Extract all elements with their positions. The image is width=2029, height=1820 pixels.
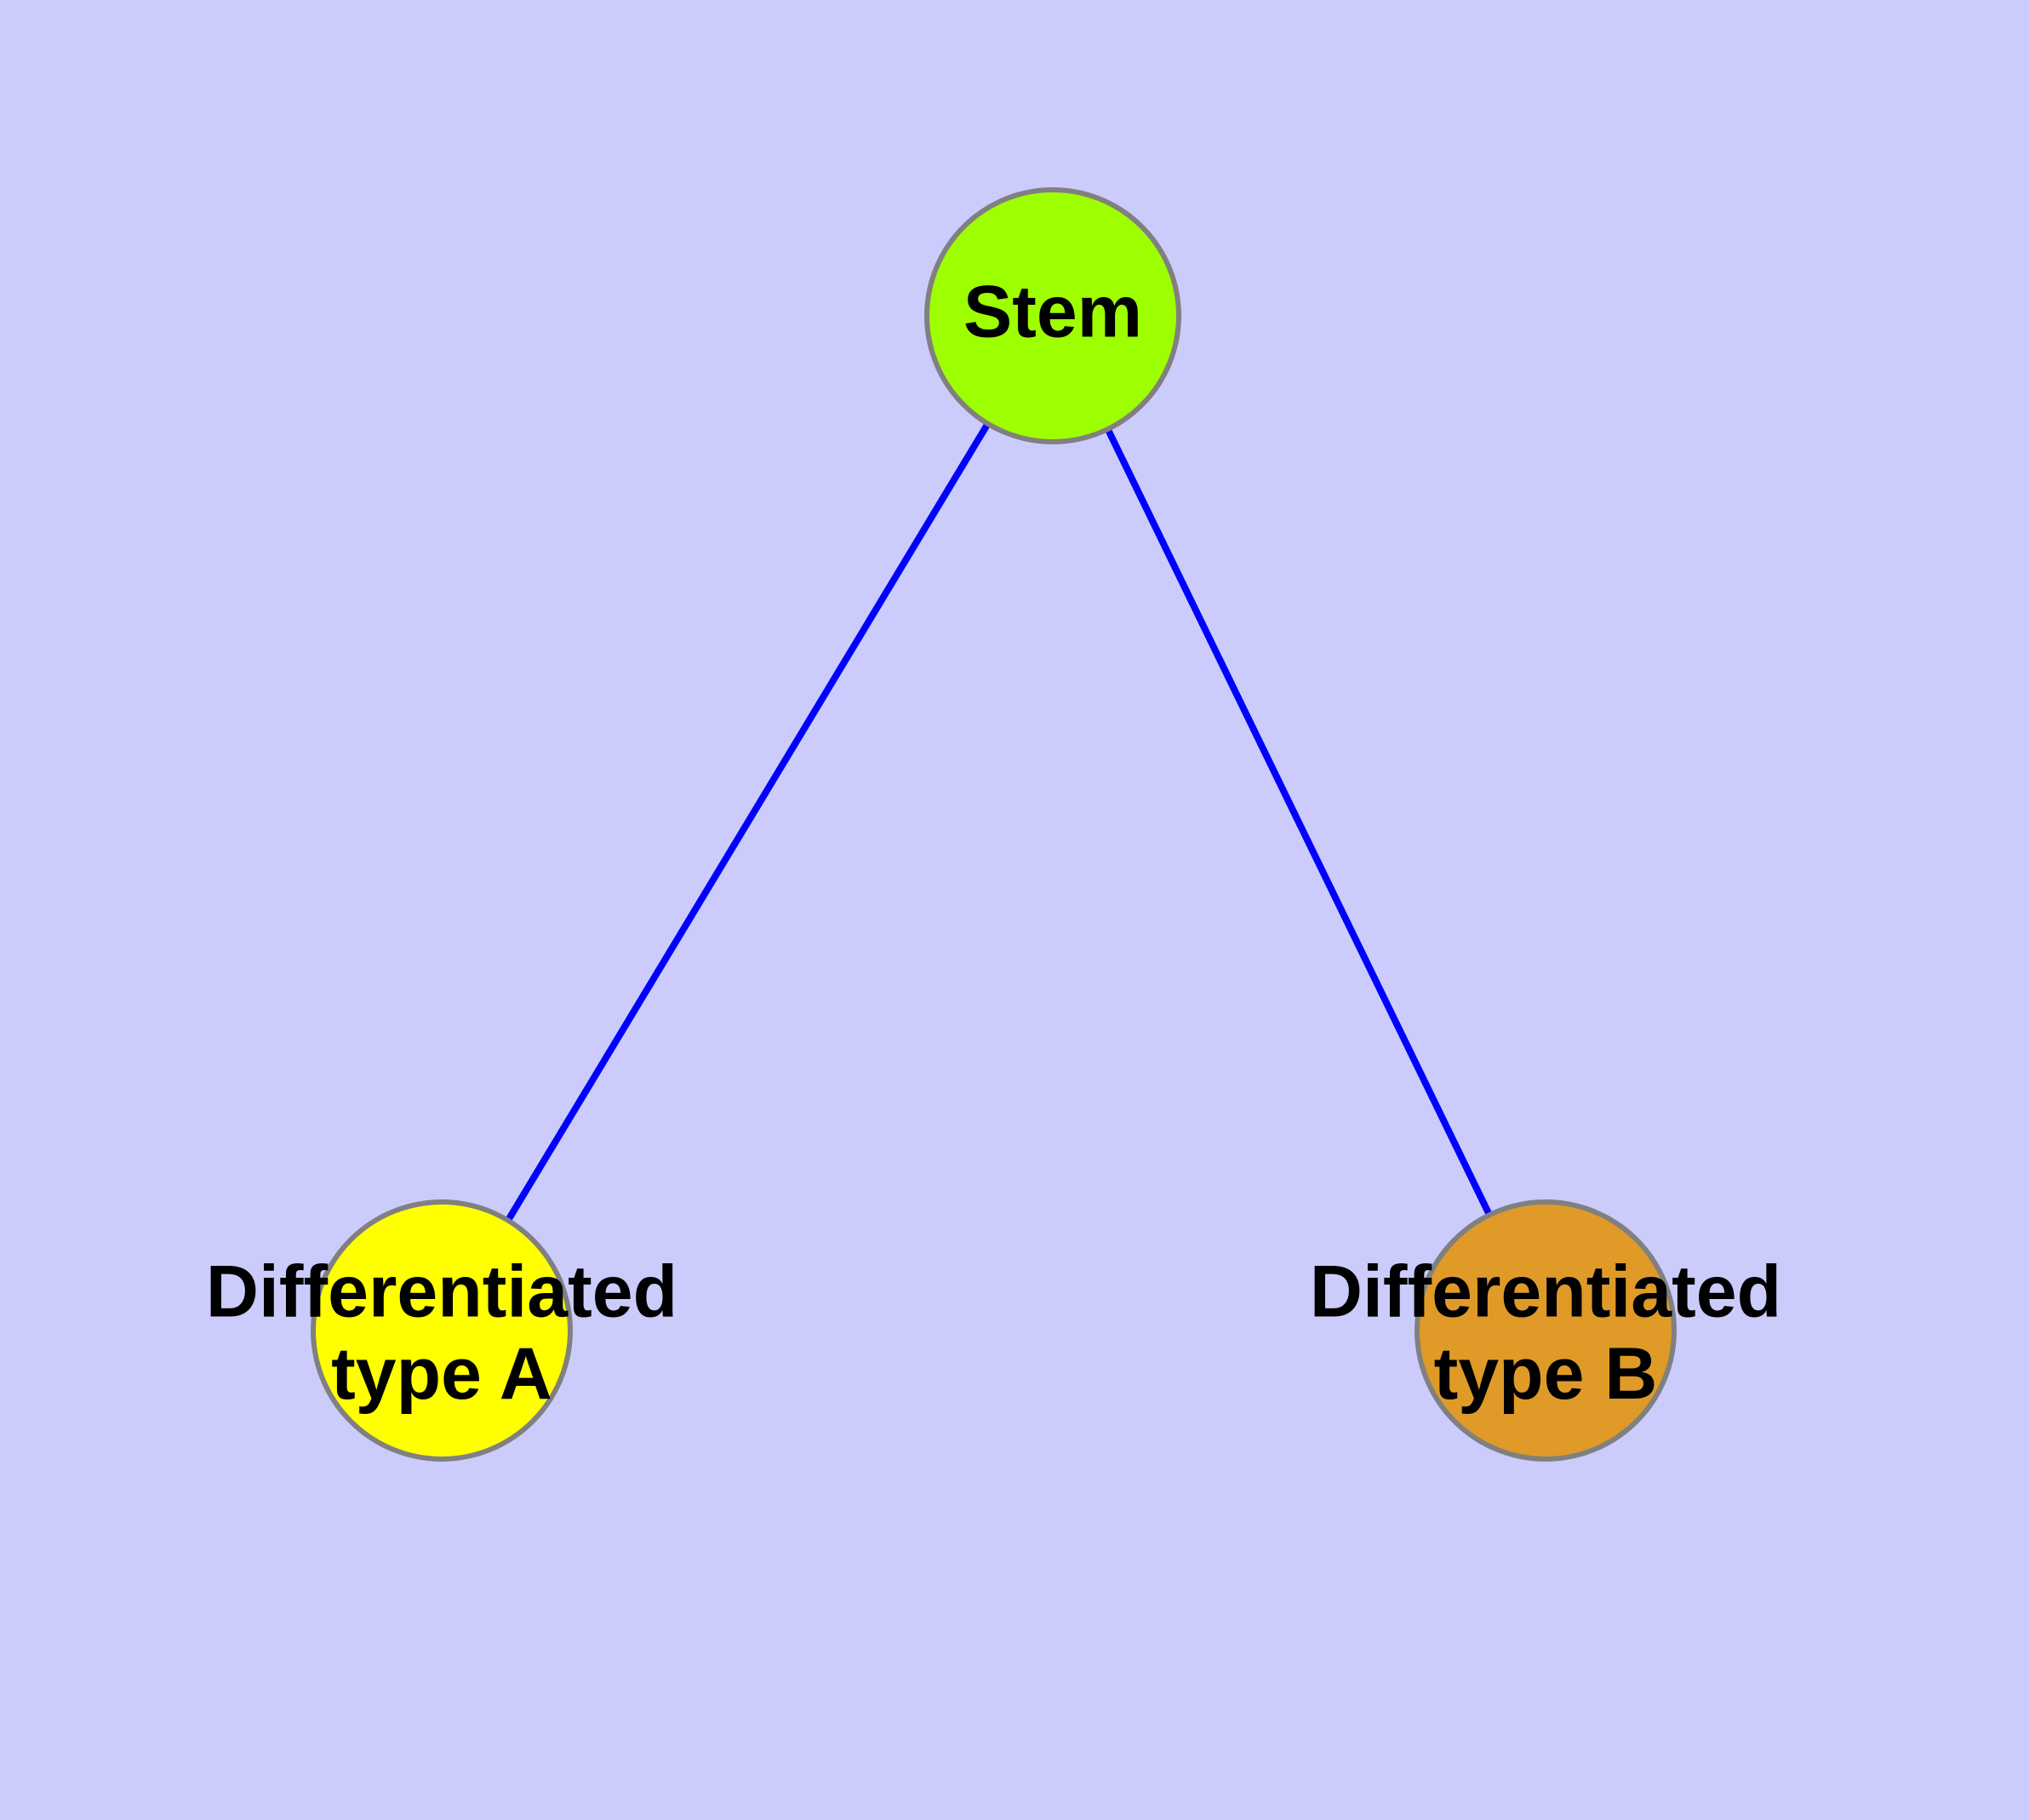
node-label-line1-diff-a: Differentiated bbox=[206, 1251, 677, 1332]
node-label-line2-diff-b: type B bbox=[1434, 1332, 1658, 1414]
graph-node-diff-a[interactable] bbox=[311, 1199, 573, 1462]
node-label-line2-diff-a: type A bbox=[331, 1332, 552, 1414]
graph-node-diff-b[interactable] bbox=[1415, 1199, 1677, 1462]
node-label-line1-diff-b: Differentiated bbox=[1310, 1251, 1781, 1332]
graph-edge-stem-to-diff-b[interactable] bbox=[1103, 424, 1495, 1220]
node-label-line1-stem: Stem bbox=[963, 271, 1142, 352]
graph-edge-stem-to-diff-a[interactable] bbox=[503, 419, 993, 1226]
nodes-group bbox=[311, 187, 1677, 1462]
node-label-stem: Stem bbox=[963, 271, 1142, 352]
edges-group bbox=[503, 419, 1495, 1226]
graph-node-stem[interactable] bbox=[924, 187, 1181, 444]
